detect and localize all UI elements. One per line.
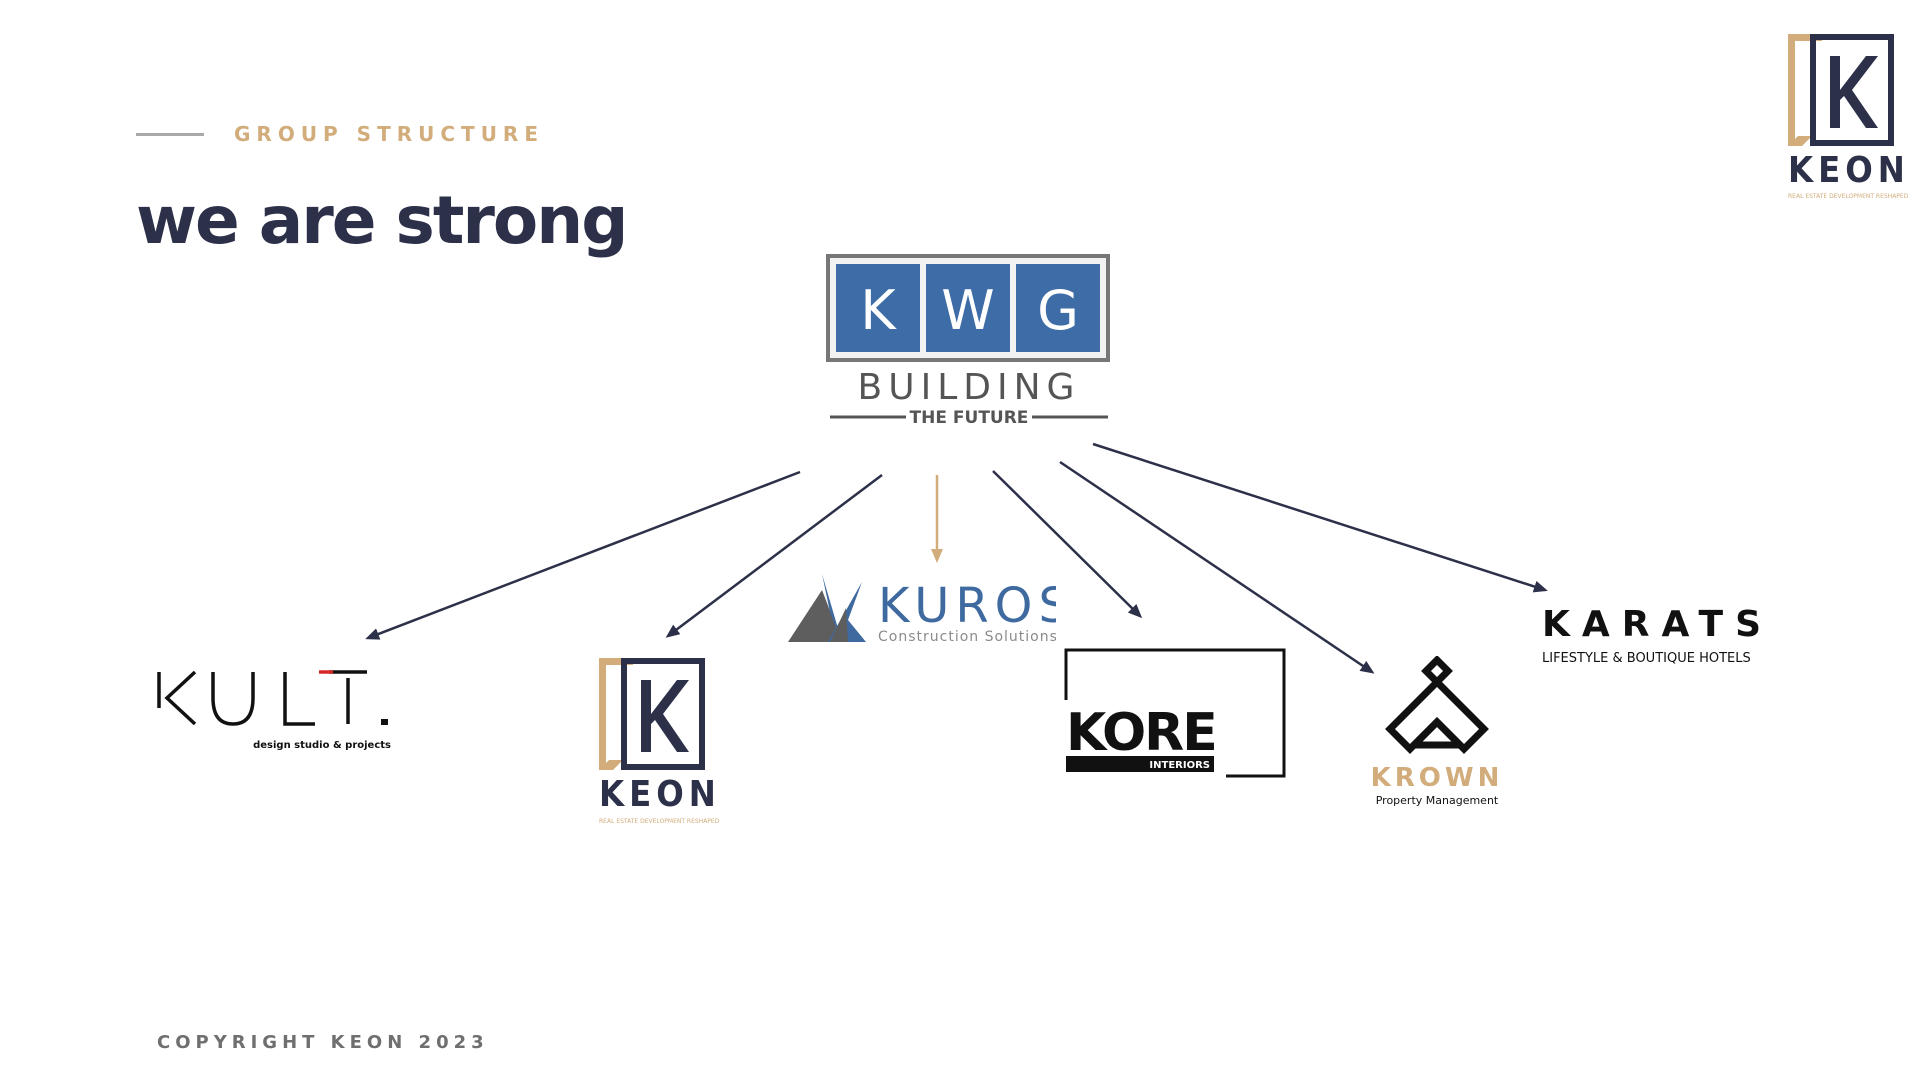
keon-monogram-icon	[1788, 34, 1894, 146]
kwg-logo-mark: K W G BUILDING THE FUTURE	[826, 254, 1110, 428]
arrow-to-karats	[1092, 442, 1548, 593]
copyright-text: COPYRIGHT KEON 2023	[157, 1032, 489, 1053]
keon-word: KEON	[599, 774, 721, 815]
kwg-parent-logo: K W G BUILDING THE FUTURE	[826, 254, 1112, 430]
karats-logo: KARATS LIFESTYLE & BOUTIQUE HOTELS	[1540, 600, 1762, 670]
keon-subsidiary-logo: KEON REAL ESTATE DEVELOPMENT RESHAPED	[599, 656, 721, 830]
kult-logo: design studio & projects	[155, 668, 395, 752]
corner-keon-logo: KEON REAL ESTATE DEVELOPMENT RESHAPED	[1788, 32, 1910, 204]
eyebrow-rule	[136, 133, 204, 136]
karats-logo-mark: KARATS LIFESTYLE & BOUTIQUE HOTELS	[1542, 604, 1762, 666]
keon-monogram-icon	[599, 658, 705, 770]
arrow-to-keon	[665, 474, 883, 638]
kwg-letter-g: G	[1037, 279, 1079, 342]
kuros-tagline: Construction Solutions	[878, 629, 1056, 645]
kult-logo-mark: design studio & projects	[157, 670, 391, 751]
kwg-letter-w: W	[941, 279, 994, 342]
arrow-to-krown	[1059, 460, 1375, 674]
kuros-logo: KUROS Construction Solutions	[786, 572, 1069, 646]
kult-tagline: design studio & projects	[253, 740, 391, 751]
kuros-logo-mark: KUROS Construction Solutions	[788, 574, 1069, 645]
kore-logo-mark: KORE INTERIORS	[1064, 648, 1286, 778]
krown-word: KROWN	[1371, 763, 1504, 793]
kwg-tagline: THE FUTURE	[910, 408, 1029, 428]
kore-word: KORE	[1066, 703, 1216, 763]
arrow-to-kore	[992, 470, 1143, 619]
kore-tagline: INTERIORS	[1149, 760, 1210, 771]
krown-tagline: Property Management	[1376, 794, 1499, 807]
corner-keon-tagline: REAL ESTATE DEVELOPMENT RESHAPED	[1788, 193, 1909, 200]
krown-logo-mark: KROWN Property Management	[1371, 655, 1504, 807]
section-eyebrow: GROUP STRUCTURE	[234, 122, 544, 146]
kwg-letter-k: K	[860, 279, 897, 342]
keon-tagline: REAL ESTATE DEVELOPMENT RESHAPED	[599, 818, 720, 825]
corner-keon-word: KEON	[1788, 150, 1910, 191]
page-title: we are strong	[136, 182, 628, 259]
krown-logo: KROWN Property Management	[1362, 655, 1512, 812]
arrow-to-kult	[365, 470, 801, 640]
karats-word: KARATS	[1542, 604, 1762, 645]
kwg-building-word: BUILDING	[858, 367, 1081, 408]
kore-logo: KORE INTERIORS	[1064, 648, 1286, 796]
karats-tagline: LIFESTYLE & BOUTIQUE HOTELS	[1542, 651, 1751, 666]
kuros-word: KUROS	[878, 578, 1056, 634]
